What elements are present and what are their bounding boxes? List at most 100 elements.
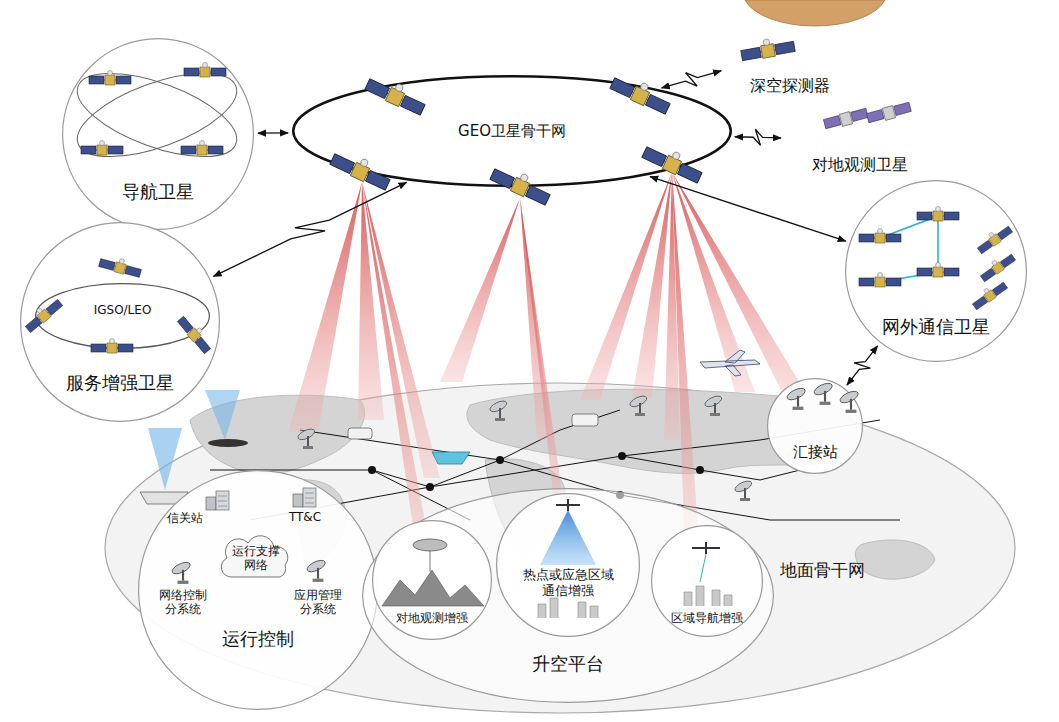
beam [362,182,432,560]
enhancement-satellite [177,313,215,354]
geo-satellite [609,71,673,116]
ellipse-outline [293,76,731,186]
satellite-group-circle: 网外通信卫星 [845,180,1027,362]
ground-terminal [733,479,753,501]
ttc-building [293,488,316,507]
control-circle: 运行控制信关站TT&C运行支撑 网络网络控制 分系统应用管理 分系统 [138,470,378,710]
node-label: 对地观测卫星 [790,155,930,174]
platform-ellipse: 升空平台对地观测增强热点或应急区域 通信增强区域导航增强 [362,488,774,703]
gateway-building [206,491,229,510]
station-circle: 汇接站 [767,378,863,474]
planet [745,0,885,26]
circle-outline [139,471,378,710]
enhancement-satellite [22,295,63,333]
satellite-group-circle: 导航卫星 [62,38,254,230]
communication-satellite [970,278,1008,310]
continent [855,540,935,579]
observation-satellite [866,101,912,124]
drone [692,542,720,554]
probe-label-box: 深空探测器 [725,0,855,102]
ground-terminal [628,394,648,416]
facility-label: TT&C [280,510,330,528]
node-label: 运行支撑 网络 [228,544,284,573]
communication-satellite [859,229,901,244]
node-label: 区域导航增强 [657,611,757,625]
gateway-antenna [839,389,860,413]
backbone-node [696,466,704,474]
beam [672,172,755,392]
network-label: 地面骨干网 [780,560,865,580]
circle-outline [497,494,640,637]
link-arrow [650,177,846,242]
vehicle [348,428,372,439]
satellite-group-circle: 服务增强卫星 IGSO/LEO [20,222,220,422]
link-arrow [662,71,722,88]
airplane [700,350,760,376]
node-label: TT&C [280,510,330,524]
node-label: 热点或应急区域 通信增强 [513,567,623,598]
carrier-ship [432,452,470,464]
node-label: 信关站 [163,511,207,525]
node-label: 服务增强卫星 [50,372,190,394]
node-label: 应用管理 分系统 [288,588,348,617]
beam [672,172,815,408]
earth-globe [105,383,1015,713]
node-label: 导航卫星 [98,181,218,203]
orbit-ellipse: IGSO/LEO [35,283,210,349]
node-label: 汇接站 [775,443,855,461]
control-antenna [306,558,327,582]
circle-outline [63,39,254,230]
backbone-node [618,452,626,460]
beam [672,172,698,528]
communication-satellite [978,250,1016,282]
orbit-ring [67,56,247,174]
node-label: 升空平台 [508,653,628,675]
city-buildings [684,586,732,606]
ellipse-outline [363,489,774,703]
backbone-node [496,456,504,464]
geo-satellite [641,140,705,185]
submarine [208,439,248,447]
circle-outline [21,223,220,422]
facility-label: 信关站 [163,511,207,529]
circle-outline [846,181,1027,362]
communication-satellite [859,273,901,288]
enhancement-circle: 对地观测增强 [372,520,492,640]
node-label: GEO卫星骨干网 [412,122,612,140]
gateway-antenna [786,386,807,410]
geo-satellite [329,147,393,192]
beam [580,172,672,400]
geo-satellite [364,72,428,117]
control-antenna [171,560,192,584]
subsystem-label: 网络控制 分系统 [150,588,216,620]
coverage-beam [540,510,596,565]
communication-satellite [917,207,959,222]
deep-space-probe [740,34,796,61]
city-buildings [538,598,598,618]
circle-outline [373,521,492,640]
navigation-satellite [81,141,123,156]
mountains [382,570,484,606]
backbone-node [426,483,434,491]
ground-terminal [296,427,316,449]
observation-label-box: 对地观测卫星 [785,100,935,180]
ground-terminal [488,399,508,421]
drone [556,499,580,511]
link-arrow [258,132,288,134]
sensor-line [430,551,431,572]
beam [632,172,672,398]
airship [413,539,447,551]
submarine-beam [205,390,240,440]
beam [520,198,566,520]
node-label: 网络控制 分系统 [153,588,213,617]
signal-line [700,554,706,582]
communication-satellite [917,263,959,278]
navigation-satellite [89,71,131,86]
network-cloud: 运行支撑 网络 [218,535,294,581]
link-arrow [847,346,878,385]
backbone-ring: GEO卫星骨干网 [292,75,732,187]
